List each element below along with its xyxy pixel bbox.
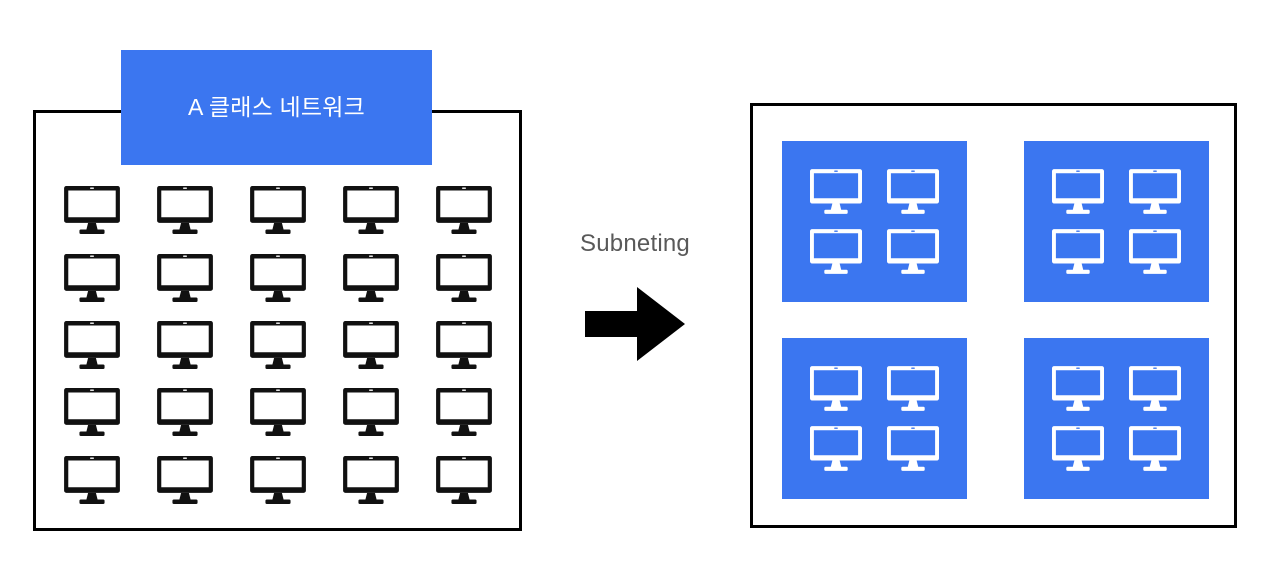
subnetted-network-box [750, 103, 1237, 528]
subnet-host-monitor-icon [800, 421, 872, 478]
subnet-host-monitor-icon [1042, 421, 1114, 478]
host-monitor-icon [155, 253, 214, 302]
subnet-host-monitor-icon [878, 421, 950, 478]
host-monitor-icon [248, 253, 307, 302]
subnet-host-monitor-icon [800, 224, 872, 281]
subnet-host-monitor-icon [878, 224, 950, 281]
subnet-block [782, 141, 967, 302]
subnet-host-monitor-icon [1120, 421, 1192, 478]
subnet-host-monitor-icon [800, 360, 872, 417]
subnet-host-monitor-icon [1120, 163, 1192, 220]
subnet-host-monitor-icon [878, 360, 950, 417]
host-monitor-icon [62, 253, 121, 302]
subnet-host-monitor-icon [878, 163, 950, 220]
host-monitor-icon [342, 253, 401, 302]
host-monitor-icon [155, 455, 214, 504]
host-monitor-icon [62, 455, 121, 504]
host-monitor-icon [435, 388, 494, 437]
host-monitor-icon [155, 320, 214, 369]
subnet-host-monitor-icon [1042, 224, 1114, 281]
host-monitor-icon [62, 388, 121, 437]
subnet-block [1024, 141, 1209, 302]
subnet-host-monitor-icon [1042, 360, 1114, 417]
host-monitor-icon [248, 320, 307, 369]
host-monitor-icon [248, 186, 307, 235]
host-monitor-icon [342, 186, 401, 235]
subnet-host-monitor-icon [1120, 224, 1192, 281]
host-monitor-icon [248, 388, 307, 437]
subnet-host-monitor-icon [800, 163, 872, 220]
host-monitor-icon [342, 388, 401, 437]
arrow-right-icon [585, 287, 685, 361]
subnetting-transform-group: Subneting [540, 230, 730, 370]
host-monitor-icon [342, 455, 401, 504]
host-monitor-icon [435, 186, 494, 235]
host-monitor-icon [62, 320, 121, 369]
subnet-area [782, 141, 1209, 499]
class-a-host-grid [62, 186, 494, 504]
subneting-caption: Subneting [580, 230, 690, 257]
subnet-host-monitor-icon [1042, 163, 1114, 220]
host-monitor-icon [435, 320, 494, 369]
host-monitor-icon [435, 253, 494, 302]
host-monitor-icon [248, 455, 307, 504]
host-monitor-icon [155, 388, 214, 437]
host-monitor-icon [155, 186, 214, 235]
subnet-host-monitor-icon [1120, 360, 1192, 417]
class-a-network-label-text: A 클래스 네트워크 [188, 93, 365, 120]
host-monitor-icon [342, 320, 401, 369]
subnet-block [1024, 338, 1209, 499]
subnet-block [782, 338, 967, 499]
host-monitor-icon [435, 455, 494, 504]
class-a-network-label: A 클래스 네트워크 [121, 50, 432, 165]
host-monitor-icon [62, 186, 121, 235]
